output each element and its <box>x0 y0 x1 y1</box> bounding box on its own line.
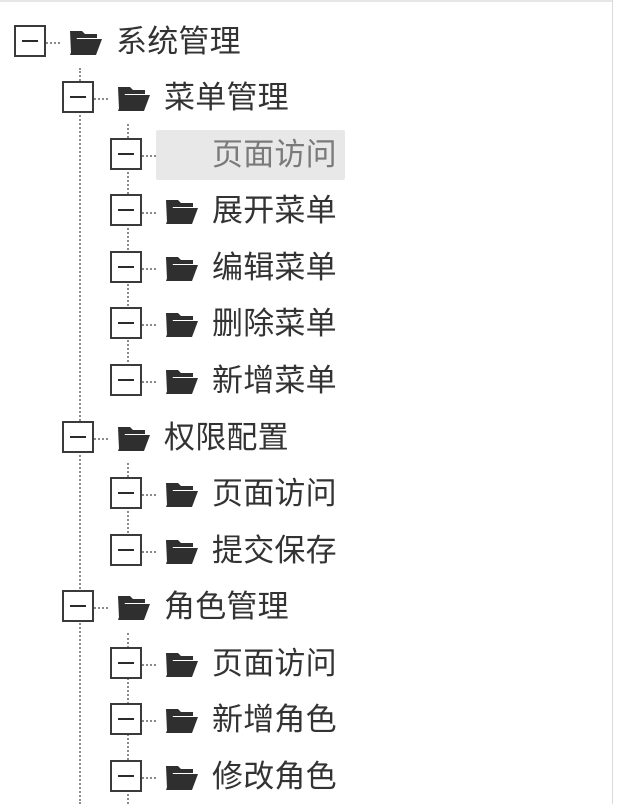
folder-open-icon <box>166 200 198 224</box>
folder-open-icon <box>166 370 198 394</box>
folder-open-icon <box>166 653 198 677</box>
tree-node-system-management: 系统管理 <box>14 17 334 67</box>
tree-connector-menu-management <box>94 98 108 100</box>
tree-node-label-wrap[interactable]: 新增菜单 <box>204 356 345 406</box>
tree-node-label: 编辑菜单 <box>212 250 337 286</box>
folder-open-icon <box>164 536 200 566</box>
folder-open-icon <box>164 309 200 339</box>
folder-open-icon <box>166 483 198 507</box>
collapse-toggle[interactable] <box>110 364 142 396</box>
tree-node-menu-management: 菜单管理 <box>62 73 382 123</box>
folder-open-icon <box>118 87 150 111</box>
tree-connector-edit-menu <box>142 268 156 270</box>
folder-open-icon <box>164 705 200 735</box>
tree-node-label: 修改角色 <box>212 759 337 795</box>
tree-connector-root <box>46 42 60 44</box>
tree-node-modify-role: 修改角色 <box>110 752 430 802</box>
folder-open-icon <box>166 709 198 733</box>
tree-node-permission-config: 权限配置 <box>62 413 382 463</box>
tree-node-add-menu: 新增菜单 <box>110 356 430 406</box>
folder-open-icon <box>164 366 200 396</box>
collapse-toggle[interactable] <box>62 590 94 622</box>
folder-open-icon <box>166 313 198 337</box>
tree-node-label: 页面访问 <box>212 137 337 173</box>
tree-connector-add-role <box>142 720 156 722</box>
tree-connector-permission-page-access <box>142 494 156 496</box>
folder-open-icon <box>166 257 198 281</box>
tree-node-label-wrap[interactable]: 页面访问 <box>204 639 345 689</box>
folder-open-icon <box>166 540 198 564</box>
tree-connector-expand-menu <box>142 212 156 214</box>
tree-node-label: 权限配置 <box>164 420 289 456</box>
tree-connector-page-access <box>142 155 156 157</box>
folder-open-icon <box>118 427 150 451</box>
tree-node-label-wrap[interactable]: 修改角色 <box>204 752 345 802</box>
folder-open-icon <box>116 83 152 113</box>
tree-node-label: 页面访问 <box>212 646 337 682</box>
folder-open-icon <box>116 592 152 622</box>
tree-node-label: 系统管理 <box>116 24 241 60</box>
collapse-toggle[interactable] <box>62 81 94 113</box>
tree-node-expand-menu: 展开菜单 <box>110 186 430 236</box>
collapse-toggle[interactable] <box>110 138 142 170</box>
tree-node-label-wrap[interactable]: 菜单管理 <box>156 73 297 123</box>
tree-node-label: 提交保存 <box>212 533 337 569</box>
tree-node-label-wrap[interactable]: 编辑菜单 <box>204 243 345 293</box>
tree-node-label-wrap[interactable]: 新增角色 <box>204 695 345 745</box>
tree-connector-role-management <box>94 607 108 609</box>
tree-connector-add-menu <box>142 381 156 383</box>
folder-open-icon <box>70 31 102 55</box>
collapse-toggle[interactable] <box>110 534 142 566</box>
selected-tree-node-label-wrap[interactable]: 页面访问 <box>156 130 345 180</box>
collapse-toggle[interactable] <box>110 760 142 792</box>
tree-node-role-management: 角色管理 <box>62 582 382 632</box>
tree-node-label-wrap[interactable]: 删除菜单 <box>204 299 345 349</box>
tree-node-label: 新增角色 <box>212 702 337 738</box>
collapse-toggle[interactable] <box>110 251 142 283</box>
collapse-toggle[interactable] <box>110 477 142 509</box>
tree-node-label-wrap[interactable]: 系统管理 <box>108 17 249 67</box>
tree-node-label-wrap[interactable]: 页面访问 <box>204 469 345 519</box>
tree-node-label: 新增菜单 <box>212 363 337 399</box>
folder-open-icon <box>68 27 104 57</box>
folder-open-icon <box>116 423 152 453</box>
folder-open-icon <box>164 253 200 283</box>
tree-connector-modify-role <box>142 777 156 779</box>
tree-node-label: 角色管理 <box>164 589 289 625</box>
tree-node-menu-page-access: 页面访问 <box>110 130 440 180</box>
folder-open-icon <box>118 596 150 620</box>
tree-node-edit-menu: 编辑菜单 <box>110 243 430 293</box>
folder-open-icon <box>164 196 200 226</box>
tree-node-permission-page-access: 页面访问 <box>110 469 430 519</box>
panel-top-border <box>0 0 612 2</box>
collapse-toggle[interactable] <box>62 421 94 453</box>
tree-node-role-page-access: 页面访问 <box>110 639 430 689</box>
folder-open-icon <box>164 762 200 792</box>
tree-connector-role-page-access <box>142 664 156 666</box>
folder-open-icon <box>164 479 200 509</box>
tree-node-label-wrap[interactable]: 提交保存 <box>204 526 345 576</box>
folder-open-icon <box>166 766 198 790</box>
tree-node-label: 菜单管理 <box>164 80 289 116</box>
tree-connector-submit-save <box>142 551 156 553</box>
tree-connector-delete-menu <box>142 324 156 326</box>
tree-node-label-wrap[interactable]: 角色管理 <box>156 582 297 632</box>
tree-node-add-role: 新增角色 <box>110 695 430 745</box>
tree-node-submit-save: 提交保存 <box>110 526 430 576</box>
collapse-toggle[interactable] <box>110 703 142 735</box>
tree-node-delete-menu: 删除菜单 <box>110 299 430 349</box>
collapse-toggle[interactable] <box>14 25 46 57</box>
tree-node-label: 删除菜单 <box>212 306 337 342</box>
tree-node-label: 展开菜单 <box>212 193 337 229</box>
collapse-toggle[interactable] <box>110 647 142 679</box>
tree-node-label: 页面访问 <box>212 476 337 512</box>
folder-open-icon <box>164 649 200 679</box>
tree-node-label-wrap[interactable]: 展开菜单 <box>204 186 345 236</box>
tree-node-label-wrap[interactable]: 权限配置 <box>156 413 297 463</box>
collapse-toggle[interactable] <box>110 194 142 226</box>
collapse-toggle[interactable] <box>110 307 142 339</box>
tree-connector-permission-config <box>94 438 108 440</box>
